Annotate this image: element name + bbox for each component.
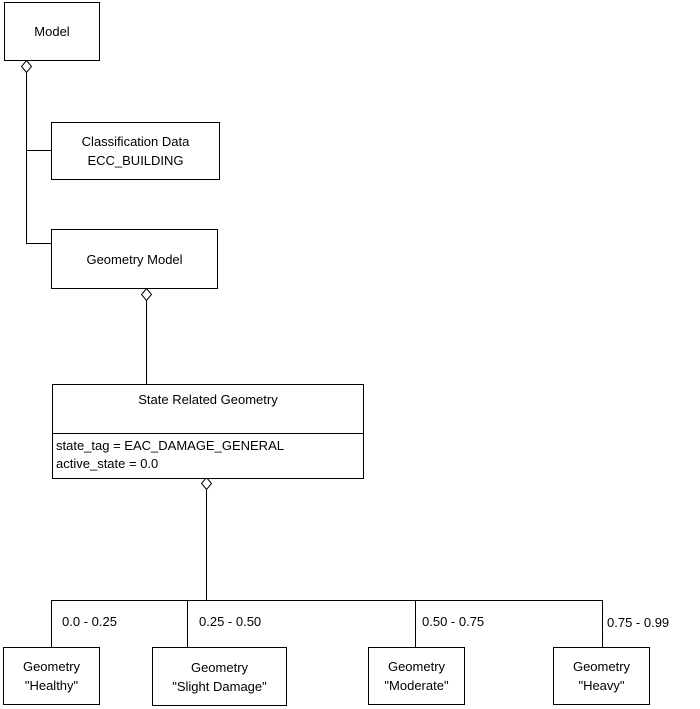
node-classification-data-value: ECC_BUILDING bbox=[87, 153, 184, 168]
node-geometry-model: Geometry Model bbox=[51, 229, 218, 289]
node-geometry-slight-damage-line2: "Slight Damage" bbox=[172, 678, 267, 694]
node-geometry-healthy-line2: "Healthy" bbox=[24, 678, 79, 693]
edge-drop-slight-damage bbox=[187, 600, 188, 647]
edge-drop-moderate bbox=[415, 600, 416, 647]
edge-drop-heavy bbox=[602, 600, 603, 647]
node-geometry-heavy: Geometry "Heavy" bbox=[553, 647, 650, 705]
node-geometry-moderate-line1: Geometry bbox=[387, 659, 446, 674]
node-geometry-moderate: Geometry "Moderate" bbox=[368, 647, 465, 705]
edge-label-slight-range: 0.25 - 0.50 bbox=[199, 614, 262, 629]
edge-branch-bar bbox=[51, 600, 603, 601]
node-state-related-geometry-attributes: state_tag = EAC_DAMAGE_GENERAL active_st… bbox=[53, 433, 363, 473]
aggregation-diamond-icon bbox=[21, 60, 32, 73]
aggregation-diamond-icon bbox=[201, 477, 212, 490]
node-classification-data-title: Classification Data bbox=[81, 134, 190, 149]
node-geometry-model-title: Geometry Model bbox=[86, 251, 183, 267]
node-model-title: Model bbox=[34, 24, 70, 39]
edge-label-healthy-range: 0.0 - 0.25 bbox=[62, 614, 117, 629]
edge-label-moderate-range: 0.50 - 0.75 bbox=[422, 614, 485, 629]
attribute-active-state: active_state = 0.0 bbox=[56, 456, 159, 471]
node-geometry-heavy-line1: Geometry bbox=[572, 659, 631, 674]
node-geometry-slight-damage-line1: Geometry bbox=[190, 659, 249, 675]
node-geometry-moderate-line2: "Moderate" bbox=[384, 678, 449, 693]
node-geometry-slight-damage: Geometry "Slight Damage" bbox=[152, 647, 287, 706]
node-geometry-healthy-line1: Geometry bbox=[22, 659, 81, 674]
attribute-state-tag: state_tag = EAC_DAMAGE_GENERAL bbox=[56, 438, 284, 453]
edge-label-heavy-range: 0.75 - 0.99 bbox=[607, 615, 670, 630]
edge-drop-healthy bbox=[51, 600, 52, 647]
edge-model-to-geometry-model bbox=[26, 243, 51, 244]
node-state-related-geometry: State Related Geometry state_tag = EAC_D… bbox=[52, 384, 364, 479]
node-classification-data: Classification Data ECC_BUILDING bbox=[51, 122, 220, 180]
edge-state-trunk bbox=[206, 490, 207, 601]
edge-model-trunk bbox=[26, 72, 27, 244]
node-geometry-heavy-line2: "Heavy" bbox=[578, 678, 625, 693]
edge-model-to-classification bbox=[26, 150, 51, 151]
node-model: Model bbox=[4, 2, 100, 61]
edge-geometry-model-to-state bbox=[146, 300, 147, 384]
node-state-related-geometry-title: State Related Geometry bbox=[138, 392, 278, 407]
aggregation-diamond-icon bbox=[141, 288, 152, 301]
node-geometry-healthy: Geometry "Healthy" bbox=[3, 647, 100, 705]
